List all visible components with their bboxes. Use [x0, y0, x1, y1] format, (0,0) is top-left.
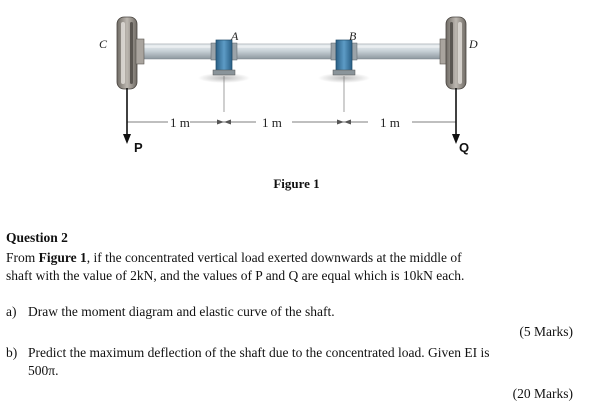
pulley-d: [439, 16, 467, 90]
part-b-text-line-1: Predict the maximum deflection of the sh…: [28, 345, 490, 360]
label-q: Q: [459, 140, 469, 155]
shaft: [127, 43, 447, 60]
part-a-tag: a): [6, 304, 17, 319]
question-intro: From Figure 1, if the concentrated verti…: [6, 249, 586, 285]
question-intro-line-1: From Figure 1, if the concentrated verti…: [6, 249, 586, 267]
question-title: Question 2: [6, 230, 68, 245]
dimension-line: [127, 119, 456, 125]
load-arrow-p: [123, 88, 131, 144]
intro-line-1-rest: , if the concentrated vertical load exer…: [86, 250, 462, 265]
load-arrow-q: [452, 88, 460, 144]
question-part-b: b) Predict the maximum deflection of the…: [6, 344, 586, 380]
dimension-c-a: 1 m: [170, 115, 190, 130]
part-b-text-line-2: 500π.: [28, 363, 59, 378]
figure-reference: Figure 1: [38, 250, 87, 265]
question-part-a: a) Draw the moment diagram and elastic c…: [6, 303, 586, 321]
figure-caption: Figure 1: [273, 176, 320, 191]
pulley-c: [116, 16, 145, 90]
bearing-b: [330, 39, 358, 112]
shaft-figure: C A B D 1 m 1 m 1 m P Q: [99, 16, 478, 155]
part-b-marks: (20 Marks): [512, 386, 573, 401]
bearing-a: [210, 39, 238, 112]
part-a-text: Draw the moment diagram and elastic curv…: [28, 304, 335, 319]
label-b: B: [349, 29, 357, 43]
part-b-tag: b): [6, 345, 18, 360]
label-p: P: [134, 140, 143, 155]
dimension-b-d: 1 m: [380, 115, 400, 130]
label-d: D: [468, 37, 478, 51]
part-a-marks: (5 Marks): [519, 324, 573, 339]
question-intro-line-2: shaft with the value of 2kN, and the val…: [6, 268, 465, 283]
label-a: A: [230, 29, 239, 43]
intro-prefix: From: [6, 250, 39, 265]
label-c: C: [99, 37, 108, 51]
dimension-a-b: 1 m: [262, 115, 282, 130]
